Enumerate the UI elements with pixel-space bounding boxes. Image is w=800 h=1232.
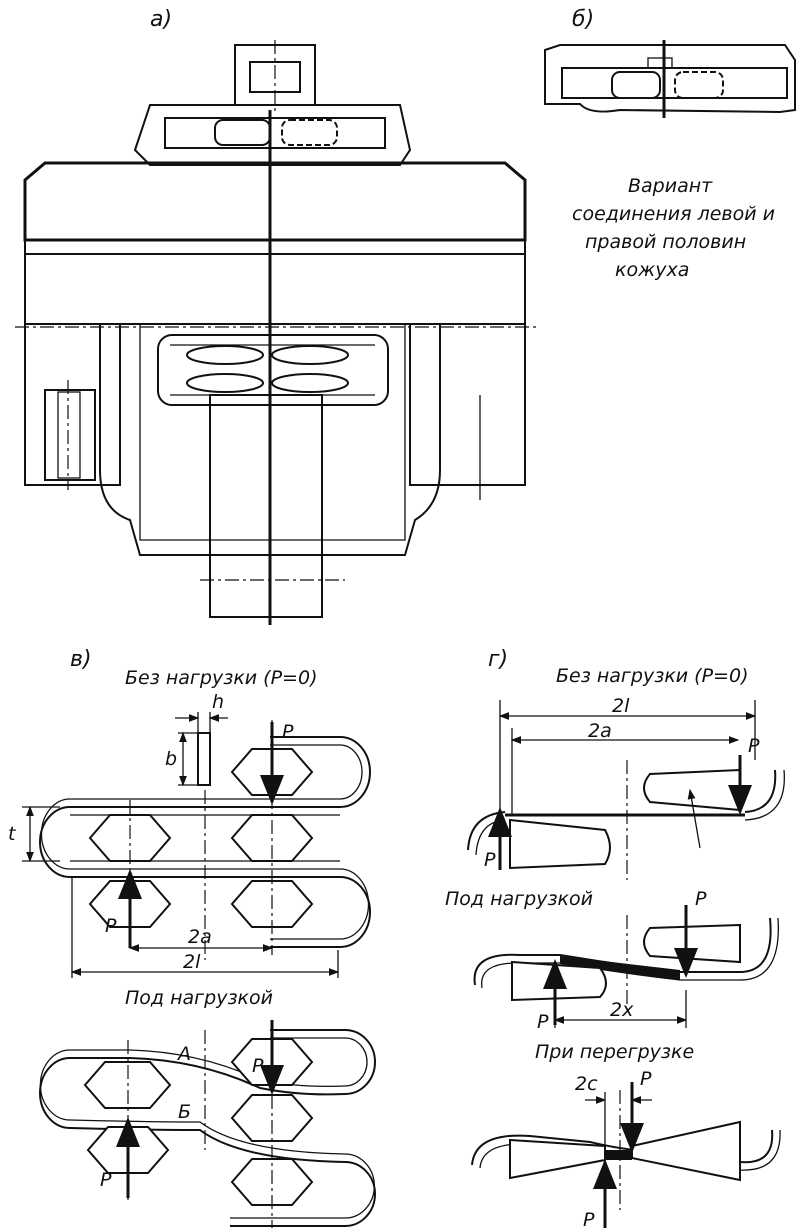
panel-v-under-load-title: Под нагрузкой [125, 987, 273, 1009]
panel-g-loaded [473, 905, 779, 1028]
panel-g-overload-title: При перегрузке [535, 1041, 694, 1063]
v-dim-t: t [8, 823, 17, 845]
panel-g-no-load [467, 700, 785, 880]
v-point-b: Б [178, 1101, 191, 1123]
panel-v-label: в) [70, 647, 92, 672]
g-force-p-top: P [748, 735, 760, 757]
g-force-p-loaded-top: P [695, 888, 707, 910]
v-dim-b: b [165, 748, 177, 770]
panel-b-caption-1: Вариант [628, 175, 713, 197]
panel-b-caption-2: соединения левой и [572, 203, 775, 225]
panel-g-overload [471, 1082, 781, 1228]
g-dim-2x: 2x [610, 999, 634, 1021]
panel-v-no-load-spring [22, 712, 371, 978]
g-force-p-over-bottom: P [583, 1209, 595, 1231]
panel-b-label: б) [572, 7, 594, 32]
panel-g-no-load-title: Без нагрузки (P=0) [556, 665, 748, 687]
v-force-p-loaded-bottom: P [100, 1169, 112, 1191]
v-force-p-top: P [282, 721, 294, 743]
v-dim-2l: 2l [183, 951, 201, 973]
g-dim-2a: 2a [588, 720, 612, 742]
v-point-a: А [176, 1043, 191, 1065]
panel-v-loaded-spring [39, 1020, 376, 1228]
g-force-p-bottom: P [484, 849, 496, 871]
spring-pack [157, 334, 389, 406]
g-dim-2c: 2c [575, 1073, 598, 1095]
panel-v-no-load-title: Без нагрузки (P=0) [125, 667, 317, 689]
v-force-p-loaded-top: P [252, 1055, 264, 1077]
v-force-p-bottom: P [105, 915, 117, 937]
panel-a-coupling-section [15, 40, 540, 625]
panel-b-cover-variant [544, 40, 796, 118]
panel-g-under-load-title: Под нагрузкой [445, 888, 593, 910]
g-dim-2l: 2l [612, 695, 630, 717]
panel-b-caption-3: правой половин [585, 231, 746, 253]
panel-b-caption-4: кожуха [615, 259, 689, 281]
panel-a-label: а) [150, 7, 172, 32]
g-force-p-loaded-bottom: P [537, 1011, 549, 1033]
panel-g-label: г) [488, 647, 508, 672]
g-force-p-over-top: P [640, 1068, 652, 1090]
v-dim-h: h [212, 691, 224, 713]
v-dim-2a: 2a [188, 926, 212, 948]
